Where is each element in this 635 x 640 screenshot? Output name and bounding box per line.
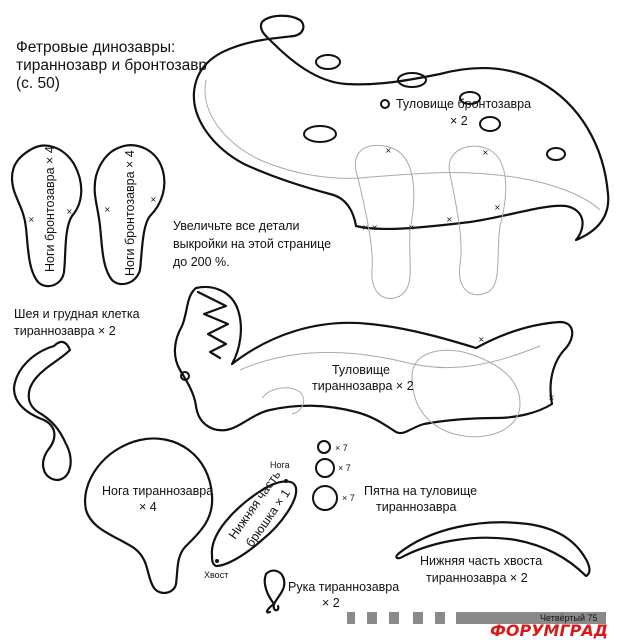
brontosaurus-match-mark: × × [362, 223, 378, 232]
footer-bar [389, 612, 399, 624]
neck-chest-label-1: Шея и грудная клетка [14, 307, 140, 321]
trex-eye [180, 371, 190, 381]
brontosaurus-match-mark: × [446, 215, 453, 224]
tail-lower-outline [395, 521, 591, 578]
belly-leg-mark-dot [284, 479, 288, 483]
brontosaurus-body-outline [192, 14, 610, 242]
leg-match-mark: × [66, 207, 73, 216]
brontosaurus-spot [303, 125, 337, 143]
trex-body-piece: × × Туловище тираннозавра × 2 [173, 285, 574, 438]
trex-mouth-zigzag [196, 290, 230, 360]
spot-large [312, 485, 338, 511]
trex-neck-chest-piece: Шея и грудная клетка тираннозавра × 2 [12, 307, 140, 482]
belly-tail-mark: Хвост [204, 570, 228, 580]
brontosaurus-match-mark: × [482, 148, 489, 157]
brontosaurus-match-mark: × [408, 223, 415, 232]
brontosaurus-spot [459, 91, 481, 105]
tail-lower-label-2: тираннозавра × 2 [426, 571, 528, 585]
brontosaurus-body-piece: × × × × × × × Туловище бронтозавра × 2 [192, 14, 610, 299]
trex-spots-pieces: × 7 × 7 × 7 Пятна на туловище тираннозав… [312, 440, 477, 514]
trex-leg-outline [83, 437, 214, 594]
brontosaurus-leg-guide-1 [354, 144, 415, 299]
trex-neck-chest-outline [12, 340, 72, 482]
trex-arm-outline [263, 569, 286, 614]
tail-lower-label-1: Нижняя часть хвоста [420, 554, 542, 568]
brontosaurus-spot [546, 147, 566, 161]
trex-inner-line [239, 345, 541, 371]
brontosaurus-body-label-1: Туловище бронтозавра [396, 97, 531, 111]
footer-bar [367, 612, 377, 624]
belly-leg-mark: Нога [270, 460, 290, 470]
brontosaurus-spot [479, 116, 501, 132]
brontosaurus-leg-outline [93, 144, 166, 286]
spot-large-count: × 7 [342, 493, 355, 503]
forum-watermark: ФОРУМГРАД [490, 621, 608, 640]
belly-tail-mark-dot [215, 559, 219, 563]
spot-medium-count: × 7 [338, 463, 351, 473]
instruction-line-2: выкройки на этой странице [173, 237, 331, 251]
footer-band [456, 612, 606, 624]
leg-match-mark: × [28, 215, 35, 224]
title-line-2: тираннозавр и бронтозавр [16, 57, 207, 74]
trex-arm-piece: Рука тираннозавра × 2 [263, 569, 399, 614]
spot-small [317, 440, 331, 454]
trex-arm-label-2: × 2 [322, 596, 340, 610]
footer-page-text: Четвёртый 75 [540, 613, 598, 623]
leg-match-mark: × [150, 195, 157, 204]
trex-leg-guide [411, 349, 521, 438]
trex-arm-label-1: Рука тираннозавра [288, 580, 399, 594]
brontosaurus-body-label-2: × 2 [450, 114, 468, 128]
neck-chest-label-2: тираннозавра × 2 [14, 324, 116, 338]
enlarge-instruction: Увеличьте все детали выкройки на этой ст… [173, 219, 331, 269]
brontosaurus-leg-pieces: × × × × Ноги бронтозавра × 4 Ноги бронто… [10, 144, 166, 288]
title-line-3: (с. 50) [16, 75, 60, 92]
belly-piece: Нога Хвост Нижняя часть брюшка × 1 [204, 460, 298, 580]
brontosaurus-leg-label-2: Ноги бронтозавра × 4 [123, 150, 137, 276]
instruction-line-1: Увеличьте все детали [173, 219, 299, 233]
leg-match-mark: × [104, 205, 111, 214]
brontosaurus-match-mark: × [494, 203, 501, 212]
brontosaurus-leg-guide-2 [448, 145, 507, 296]
brontosaurus-leg-label-1: Ноги бронтозавра × 4 [43, 146, 57, 272]
trex-match-mark: × [478, 335, 485, 344]
trex-body-outline [173, 285, 574, 435]
trex-leg-label-2: × 4 [139, 500, 157, 514]
tail-lower-piece: Нижняя часть хвоста тираннозавра × 2 [395, 521, 591, 585]
spot-small-count: × 7 [335, 443, 348, 453]
brontosaurus-leg-outline [10, 144, 83, 288]
belly-outline [210, 480, 298, 568]
brontosaurus-match-mark: × [385, 146, 392, 155]
instruction-line-3: до 200 %. [173, 255, 230, 269]
spots-label-1: Пятна на туловище [364, 484, 477, 498]
footer-bar [413, 612, 423, 624]
trex-body-label-1: Туловище [332, 363, 390, 377]
trex-match-mark: × [548, 393, 555, 402]
footer-bar [435, 612, 445, 624]
title-line-1: Фетровые динозавры: [16, 39, 175, 56]
spots-label-2: тираннозавра [376, 500, 457, 514]
spot-medium [315, 458, 335, 478]
brontosaurus-spot [397, 72, 427, 88]
trex-body-label-2: тираннозавра × 2 [312, 379, 414, 393]
brontosaurus-grainline-dot [380, 99, 390, 109]
page-footer: Четвёртый 75 ФОРУМГРАД [347, 612, 608, 640]
brontosaurus-spot [315, 54, 341, 70]
footer-bar [347, 612, 355, 624]
trex-arm-guide [261, 387, 305, 415]
trex-leg-label-1: Нога тираннозавра [102, 484, 213, 498]
trex-leg-piece: Нога тираннозавра × 4 [83, 437, 214, 594]
sheet-title: Фетровые динозавры: тираннозавр и бронто… [16, 39, 207, 92]
brontosaurus-inner-line [204, 79, 601, 211]
